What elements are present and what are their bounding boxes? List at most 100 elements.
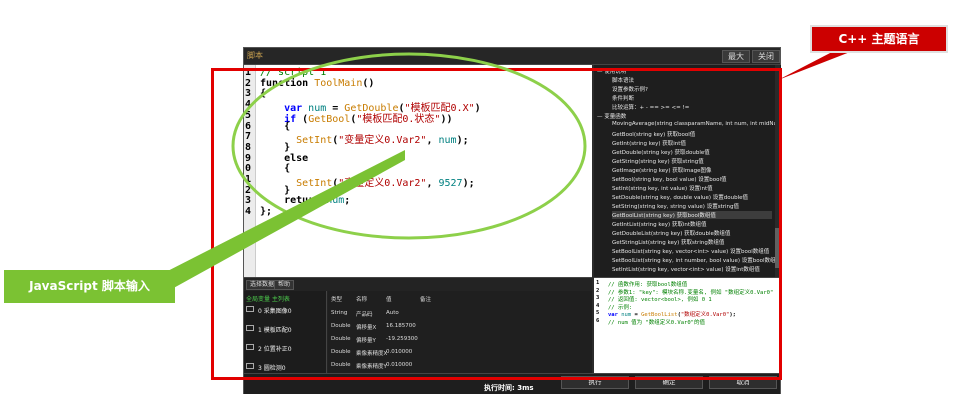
line-number: 1 <box>245 67 252 78</box>
close-button[interactable]: 关闭 <box>752 50 780 63</box>
code-line: return num; <box>260 195 350 206</box>
module-item[interactable]: 0 采集图像0 <box>258 308 292 315</box>
code-line: // 返回值: vector<bool>, 例如 0 1 <box>608 295 712 303</box>
code-token: )) <box>440 113 453 125</box>
tree-item[interactable]: 比较运算：+ - == >= <= != <box>612 105 690 111</box>
tree-item[interactable]: GetImage(string key) 获取Image图像 <box>612 168 712 174</box>
module-icon <box>246 344 254 350</box>
table-cell: Double <box>331 323 351 329</box>
code-token: () <box>362 77 375 89</box>
tree-item[interactable]: GetIntList(string key) 获取int数组值 <box>612 222 707 228</box>
code-token: "变量定义0.Var2" <box>338 135 427 147</box>
cpp-callout-pointer <box>778 52 850 80</box>
table-cell: Auto <box>386 310 399 316</box>
line-number: 3 <box>596 295 600 301</box>
code-token: ; <box>344 195 351 207</box>
tree-item[interactable]: SetBoolList(string key, vector<int> valu… <box>612 249 770 255</box>
tree-item[interactable]: GetInt(string key) 获取int值 <box>612 141 686 147</box>
module-icon <box>246 363 254 369</box>
line-number: 2 <box>245 77 252 89</box>
tree-item[interactable]: 条件判断 <box>612 96 635 102</box>
tree-item[interactable]: GetDouble(string key) 获取double值 <box>612 150 710 156</box>
code-token: ( <box>677 312 681 318</box>
tab-help[interactable]: 帮助 <box>274 280 295 290</box>
maximize-button[interactable]: 最大 <box>722 50 750 63</box>
ok-button[interactable]: 确定 <box>635 376 703 389</box>
line-number: 5 <box>245 109 252 121</box>
tree-item[interactable]: SetDouble(string key, double value) 设置do… <box>612 195 748 201</box>
cancel-button[interactable]: 取消 <box>709 376 777 389</box>
tree-item[interactable]: GetDoubleList(string key) 获取double数组值 <box>612 231 731 237</box>
tree-item[interactable]: SetBoolList(string key, int number, bool… <box>612 258 781 264</box>
line-number: 4 <box>245 206 252 218</box>
function-reference-tree[interactable]: — 使用说明脚本语法设置参数示例? 条件判断比较运算：+ - == >= <= !… <box>594 65 781 277</box>
table-cell: Double <box>331 336 351 342</box>
table-cell: 乘像素精度X <box>356 351 388 357</box>
code-token: "数组定义0.Var0" <box>680 312 730 318</box>
table-header: 备注 <box>420 297 432 303</box>
code-line: // 示例: <box>608 303 632 311</box>
code-token: { <box>260 163 291 175</box>
module-icon <box>246 325 254 331</box>
tree-item[interactable]: SetBool(string key, bool value) 设置bool值 <box>612 177 727 183</box>
tree-item[interactable]: SetIntList(string key, vector<int> value… <box>612 267 760 273</box>
module-icon <box>246 306 254 312</box>
code-line: // script 1 <box>260 67 326 78</box>
table-cell: 偏移量X <box>356 325 377 331</box>
tree-item[interactable]: 设置参数示例? <box>612 87 648 93</box>
tree-scrollbar[interactable] <box>775 65 780 277</box>
code-token: } <box>260 184 291 196</box>
execution-time-label: 执行时间: 3ms <box>484 384 534 392</box>
code-line: // 函数作用: 获取bool数组值 <box>608 280 687 288</box>
tree-item[interactable]: GetBoolList(string key) 获取bool数组值 <box>612 211 772 219</box>
tree-section[interactable]: — 变量函数 <box>597 114 627 120</box>
line-number: 1 <box>245 174 252 185</box>
code-token: , <box>426 135 439 147</box>
code-token: ); <box>462 178 475 189</box>
module-item[interactable]: 3 圆检测0 <box>258 365 286 372</box>
variable-list-title: 全局变量 主列表 <box>246 296 290 303</box>
line-number: 6 <box>245 120 252 132</box>
code-line: } <box>260 185 290 196</box>
code-token: // 示例: <box>608 304 633 311</box>
code-token: ToolMain <box>314 77 363 89</box>
table-cell: 16.185700 <box>386 323 416 329</box>
code-token: "变量定义0.Var2" <box>338 178 427 189</box>
module-item[interactable]: 1 模板匹配0 <box>258 327 292 334</box>
table-cell: -19.259300 <box>386 336 418 342</box>
code-token: ) <box>474 103 481 115</box>
code-token: // 返回值: vector<bool>, 例如 0 1 <box>608 297 712 303</box>
code-line: // num 值为 "数组定义0.Var0"的值 <box>608 318 705 326</box>
code-line: else <box>260 153 308 164</box>
line-number: 0 <box>245 163 252 175</box>
tree-item[interactable]: GetBool(string key) 获取bool值 <box>612 132 696 138</box>
tree-item[interactable]: SetInt(string key, int value) 设置int值 <box>612 186 713 192</box>
tree-item[interactable]: SetString(string key, string value) 设置st… <box>612 204 739 210</box>
module-variable-list: 全局变量 主列表 0 采集图像0 1 模板匹配0 2 位置补正0 3 圆检测0 <box>244 291 327 374</box>
code-line: // 参数1: "key": 模块名称.变量名, 例如 "数组定义0.Var0" <box>608 288 773 296</box>
code-token: ); <box>729 312 736 318</box>
run-button[interactable]: 执行 <box>561 376 629 389</box>
tree-section[interactable]: — 使用说明 <box>597 69 627 75</box>
line-number: 6 <box>596 317 600 324</box>
code-token: } <box>260 141 291 153</box>
table-cell: 0.010000 <box>386 349 413 355</box>
javascript-input-callout: JavaScript 脚本输入 <box>4 270 175 303</box>
tree-item[interactable]: MovingAverage(string classparamName, int… <box>612 121 781 127</box>
code-token: else <box>260 152 309 164</box>
code-line: { <box>260 88 266 99</box>
tree-item[interactable]: 脚本语法 <box>612 78 635 84</box>
code-token: num <box>438 135 457 147</box>
line-number: 2 <box>245 184 252 196</box>
code-token: // num 值为 "数组定义0.Var0"的值 <box>608 319 705 326</box>
line-number: 4 <box>596 302 600 309</box>
tree-item[interactable]: GetString(string key) 获取string值 <box>612 159 704 165</box>
code-token: { <box>260 120 291 132</box>
tree-scrollbar-thumb[interactable] <box>775 228 780 268</box>
module-item[interactable]: 2 位置补正0 <box>258 346 292 353</box>
tree-item[interactable]: GetStringList(string key) 获取string数组值 <box>612 240 725 246</box>
